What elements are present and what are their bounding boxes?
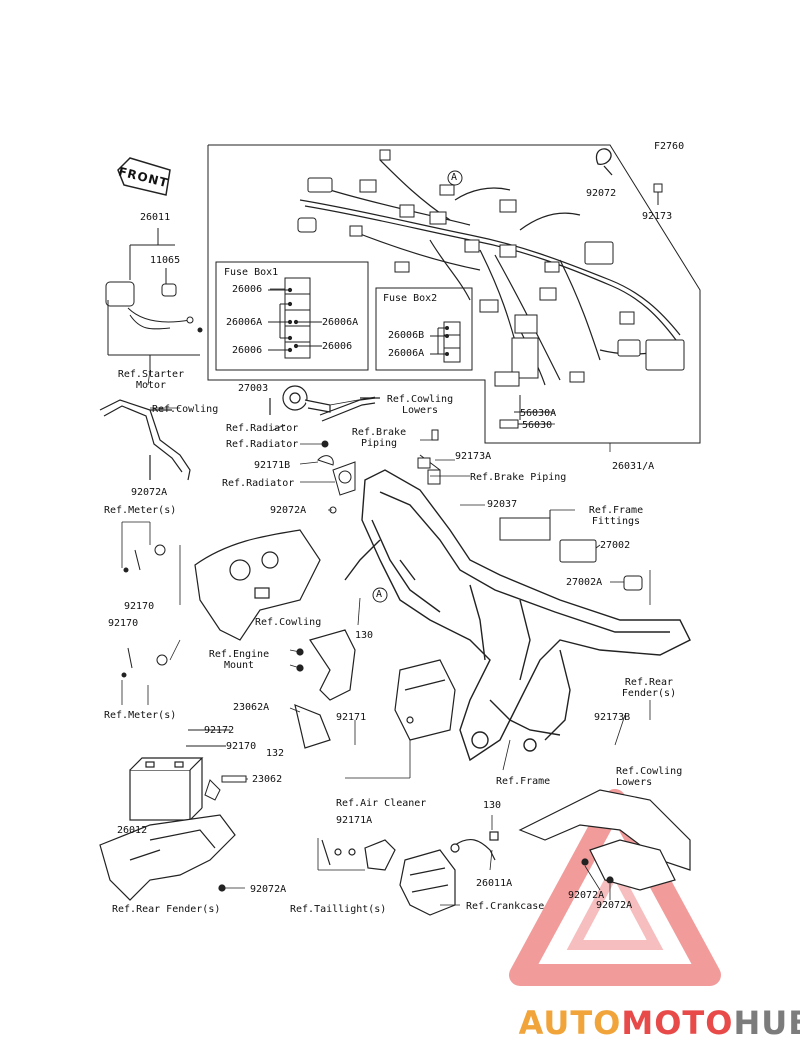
fuse-box1-frame bbox=[215, 261, 369, 371]
relay-parts bbox=[499, 395, 548, 429]
circle-marker-a-mid: A bbox=[376, 589, 383, 600]
part-label-92172: 92172 bbox=[204, 725, 235, 736]
ref-rear-fender-right: Ref.Rear Fender(s) bbox=[621, 677, 677, 699]
part-label-92170-a: 92170 bbox=[124, 601, 155, 612]
air-cleaner-box bbox=[394, 659, 456, 741]
watermark-text: AUTOMOTOHUB bbox=[470, 966, 800, 1047]
part-label-130-b: 130 bbox=[483, 800, 502, 811]
ref-cowling-left: Ref.Cowling bbox=[152, 404, 219, 415]
part-label-92072A-bottom: 92072A bbox=[250, 884, 287, 895]
ref-radiator-1: Ref.Radiator bbox=[226, 423, 299, 434]
part-label-92037: 92037 bbox=[487, 499, 518, 510]
ref-engine-mount: Ref.Engine Mount bbox=[208, 649, 270, 671]
ref-cowling-mid: Ref.Cowling bbox=[255, 617, 322, 628]
fuse-box1-label: 26006 bbox=[232, 345, 263, 356]
relay-box-27002 bbox=[499, 510, 643, 591]
part-label-92170-b: 92170 bbox=[108, 618, 139, 629]
rear-fender-tray bbox=[99, 814, 236, 901]
fuse-box1-label: 26006A bbox=[226, 317, 263, 328]
part-label-56030: 56030 bbox=[522, 420, 553, 431]
ref-radiator-3: Ref.Radiator bbox=[222, 478, 295, 489]
part-label-27002A: 27002A bbox=[566, 577, 603, 588]
part-label-26012: 26012 bbox=[117, 825, 148, 836]
part-label-92072A-right-2: 92072A bbox=[596, 900, 633, 911]
part-label-92072A-mid: 92072A bbox=[270, 505, 307, 516]
part-label-130-a: 130 bbox=[355, 630, 374, 641]
engine-mount-bracket bbox=[294, 629, 356, 749]
battery-26012 bbox=[129, 757, 204, 821]
part-label-92173A: 92173A bbox=[455, 451, 492, 462]
part-label-56030A: 56030A bbox=[520, 408, 557, 419]
ref-cowling-lowers-bottom: Ref.Cowling Lowers bbox=[616, 766, 683, 788]
ref-frame: Ref.Frame bbox=[496, 776, 551, 787]
harness-outline bbox=[207, 144, 701, 444]
ref-taillight: Ref.Taillight(s) bbox=[290, 904, 387, 915]
part-label-92173B: 92173B bbox=[594, 712, 631, 723]
fuse-box2-title: Fuse Box2 bbox=[383, 293, 438, 304]
fuse-box1-label: 26006A bbox=[322, 317, 359, 328]
harness-connectors bbox=[297, 149, 685, 387]
part-label-92173: 92173 bbox=[642, 211, 673, 222]
part-label-92072A-left: 92072A bbox=[131, 487, 168, 498]
part-label-26011A: 26011A bbox=[476, 878, 513, 889]
part-label-92171A: 92171A bbox=[336, 815, 373, 826]
part-label-26031A: 26031/A bbox=[612, 461, 655, 472]
circle-marker-shapes bbox=[372, 170, 463, 603]
crankcase-cover bbox=[399, 849, 456, 916]
fuse-box1-label: 26006 bbox=[232, 284, 263, 295]
watermark-part-2: MOTO bbox=[621, 1004, 734, 1042]
ref-brake-piping-1: Ref.Brake Piping bbox=[351, 427, 407, 449]
part-label-27003: 27003 bbox=[238, 383, 269, 394]
diagram-code: F2760 bbox=[654, 141, 685, 152]
part-label-92171: 92171 bbox=[336, 712, 367, 723]
ref-air-cleaner: Ref.Air Cleaner bbox=[336, 798, 427, 809]
part-label-27002: 27002 bbox=[600, 540, 631, 551]
meter-bolts bbox=[121, 544, 168, 678]
ref-radiator-2: Ref.Radiator bbox=[226, 439, 299, 450]
watermark-logo-triangle bbox=[509, 789, 721, 986]
ref-frame-fittings: Ref.Frame Fittings bbox=[588, 505, 644, 527]
fuse-box2-label: 26006B bbox=[388, 330, 425, 341]
starter-relay-26011 bbox=[105, 228, 203, 370]
bracket-left-upper bbox=[99, 399, 191, 481]
main-frame bbox=[344, 469, 691, 762]
part-label-92072: 92072 bbox=[586, 188, 617, 199]
part-label-92072A-right-1: 92072A bbox=[568, 890, 605, 901]
small-parts-92171B bbox=[317, 440, 356, 514]
watermark-part-1: AUTO bbox=[518, 1004, 622, 1042]
part-label-132: 132 bbox=[266, 748, 285, 759]
part-label-92171B: 92171B bbox=[254, 460, 291, 471]
part-label-11065: 11065 bbox=[150, 255, 181, 266]
fuse-box1-label: 26006 bbox=[322, 341, 353, 352]
part-label-26011: 26011 bbox=[140, 212, 171, 223]
ref-meter-2: Ref.Meter(s) bbox=[104, 710, 177, 721]
leader-lines bbox=[121, 288, 651, 906]
watermark-part-3: HUB bbox=[733, 1004, 800, 1042]
horn-27003 bbox=[269, 385, 331, 415]
part-label-23062A: 23062A bbox=[233, 702, 270, 713]
clamp-92072 bbox=[595, 148, 613, 176]
bolt-92173 bbox=[653, 183, 663, 205]
ref-starter-motor: Ref.Starter Motor bbox=[117, 369, 185, 391]
front-arrow-icon bbox=[117, 157, 171, 196]
part-label-92170-c: 92170 bbox=[226, 741, 257, 752]
meter-bracket bbox=[194, 529, 321, 641]
taillight-bracket bbox=[321, 839, 396, 871]
fuse-box2-frame bbox=[375, 287, 473, 371]
ref-rear-fender-bottom: Ref.Rear Fender(s) bbox=[112, 904, 221, 915]
circle-marker-a-top: A bbox=[451, 172, 458, 183]
ref-brake-piping-2: Ref.Brake Piping bbox=[470, 472, 567, 483]
brake-piping-bolts bbox=[417, 429, 441, 485]
fuse-box1-title: Fuse Box1 bbox=[224, 267, 279, 278]
ref-meter-1: Ref.Meter(s) bbox=[104, 505, 177, 516]
rear-cowling bbox=[518, 789, 691, 891]
wire-26011A bbox=[450, 831, 499, 861]
ref-cowling-lowers-top: Ref.Cowling Lowers bbox=[386, 394, 454, 416]
part-label-23062: 23062 bbox=[252, 774, 283, 785]
fuse-box2-label: 26006A bbox=[388, 348, 425, 359]
ref-crankcase: Ref.Crankcase bbox=[466, 901, 545, 912]
